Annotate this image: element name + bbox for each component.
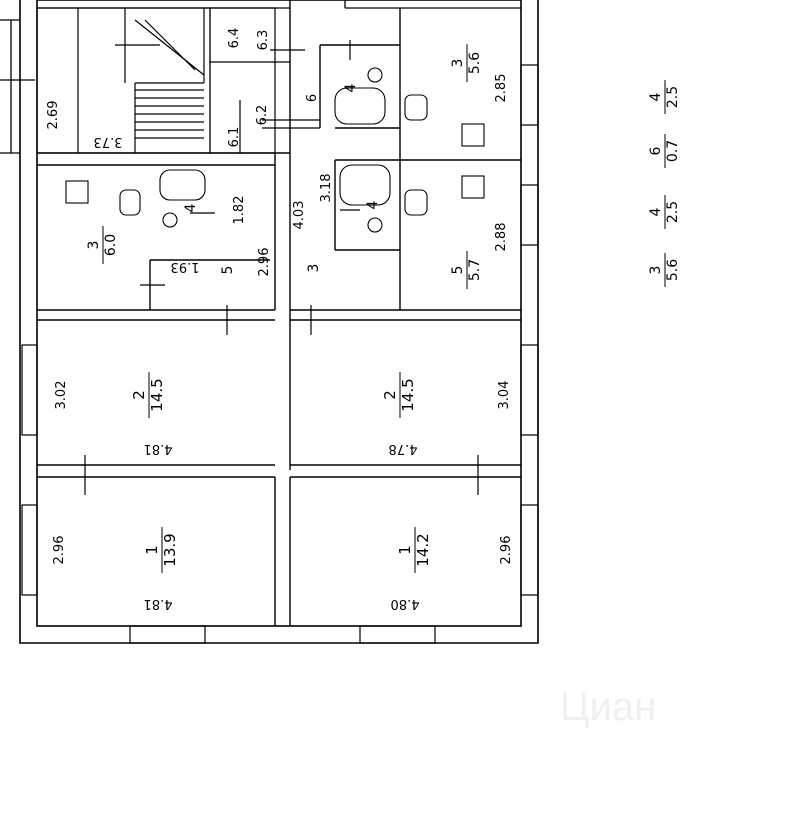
- room-5-left: 5 2.96 1.93: [171, 248, 272, 277]
- pantry-e: 6.1: [227, 127, 242, 148]
- interior-walls: [37, 0, 521, 626]
- legend-area: 5.6: [665, 259, 681, 281]
- left-stubs: [0, 19, 35, 154]
- room-width: 2.96: [52, 536, 67, 565]
- bathroom-fixtures: [65, 67, 485, 233]
- room-width: 3.02: [54, 381, 69, 410]
- room-area: 5.6: [467, 52, 483, 74]
- room-bath-ml: 4 1.82: [183, 196, 247, 225]
- room-width: 2.96: [257, 248, 272, 277]
- room-corridor: 3 4.03: [292, 201, 322, 273]
- windows: [21, 64, 539, 644]
- pantry-d: 6.2: [255, 105, 270, 126]
- room-number: 4: [365, 200, 381, 209]
- room-bath-mr: 4 3.18: [319, 174, 381, 210]
- room-number: 5: [220, 266, 236, 275]
- room-number: 3: [450, 59, 466, 68]
- room-length: 4.80: [391, 596, 420, 611]
- door-ticks: [84, 40, 479, 495]
- stair-width: 2.69: [46, 101, 61, 130]
- room-length: 4.81: [144, 596, 173, 611]
- room-area: 13.9: [161, 533, 179, 566]
- legend-num: 4: [648, 207, 664, 216]
- room-area: 14.2: [414, 533, 432, 566]
- room-number: 5: [450, 266, 466, 275]
- room-length: 1.93: [171, 259, 200, 274]
- stair-labels: 2.69 3.73: [46, 101, 122, 149]
- room-length: 4.81: [144, 441, 173, 456]
- room-number: 4: [183, 203, 199, 212]
- room-width: 2.88: [494, 223, 509, 252]
- legend-num: 4: [648, 92, 664, 101]
- legend-num: 3: [648, 266, 664, 275]
- stair-length: 3.73: [94, 134, 123, 149]
- room-width: 4.03: [292, 201, 307, 230]
- legend-item: 4 2.5: [648, 80, 681, 114]
- pantry-c: 6.4: [227, 28, 242, 49]
- legend-num: 6: [648, 146, 664, 155]
- room-number: 2: [130, 390, 148, 400]
- pantry-labels: 6 6.3 6.4 6.2 6.1: [227, 28, 320, 148]
- room-width: 2.96: [499, 536, 514, 565]
- room-kitchen-bl: 1 13.9 2.96 4.81: [52, 527, 179, 611]
- room-hall-mr: 5 5.7 2.88: [450, 223, 509, 289]
- top-strip: [37, 0, 521, 9]
- room-hall-tr: 3 5.6 2.85: [450, 44, 509, 102]
- legend-area: 0.7: [665, 140, 681, 162]
- room-living-ml: 2 14.5 3.02 4.81: [54, 372, 172, 456]
- outer-walls: [19, 0, 539, 644]
- room-area: 5.7: [467, 259, 483, 281]
- room-area: 14.5: [399, 378, 417, 411]
- watermark-text: Циан: [560, 685, 656, 729]
- room-number: 3: [306, 264, 322, 273]
- room-bath-tr: 4: [343, 83, 359, 92]
- pantry-block: [209, 7, 320, 154]
- legend-area: 2.5: [665, 86, 681, 108]
- room-area: 6.0: [103, 234, 119, 256]
- area-legend: 4 2.5 6 0.7 4 2.5 3 5.6: [648, 80, 681, 287]
- room-length: 4.78: [389, 441, 418, 456]
- room-hall-ml: 3 6.0: [86, 226, 119, 264]
- room-number: 3: [86, 241, 102, 250]
- pantry-a: 6: [305, 94, 320, 102]
- room-width: 3.04: [497, 381, 512, 410]
- room-kitchen-br: 1 14.2 2.96 4.80: [391, 527, 514, 611]
- room-width: 2.85: [494, 74, 509, 103]
- legend-item: 6 0.7: [648, 134, 681, 168]
- legend-area: 2.5: [665, 201, 681, 223]
- pantry-b: 6.3: [256, 30, 271, 51]
- legend-item: 3 5.6: [648, 253, 681, 287]
- room-number: 2: [381, 390, 399, 400]
- room-width: 3.18: [319, 174, 334, 203]
- room-living-mr: 2 14.5 3.04 4.78: [381, 372, 512, 456]
- room-number: 1: [396, 545, 414, 555]
- room-width: 1.82: [232, 196, 247, 225]
- room-number: 1: [143, 545, 161, 555]
- room-area: 14.5: [148, 378, 166, 411]
- legend-item: 4 2.5: [648, 195, 681, 229]
- stairwell: [36, 7, 211, 154]
- room-number: 4: [343, 83, 359, 92]
